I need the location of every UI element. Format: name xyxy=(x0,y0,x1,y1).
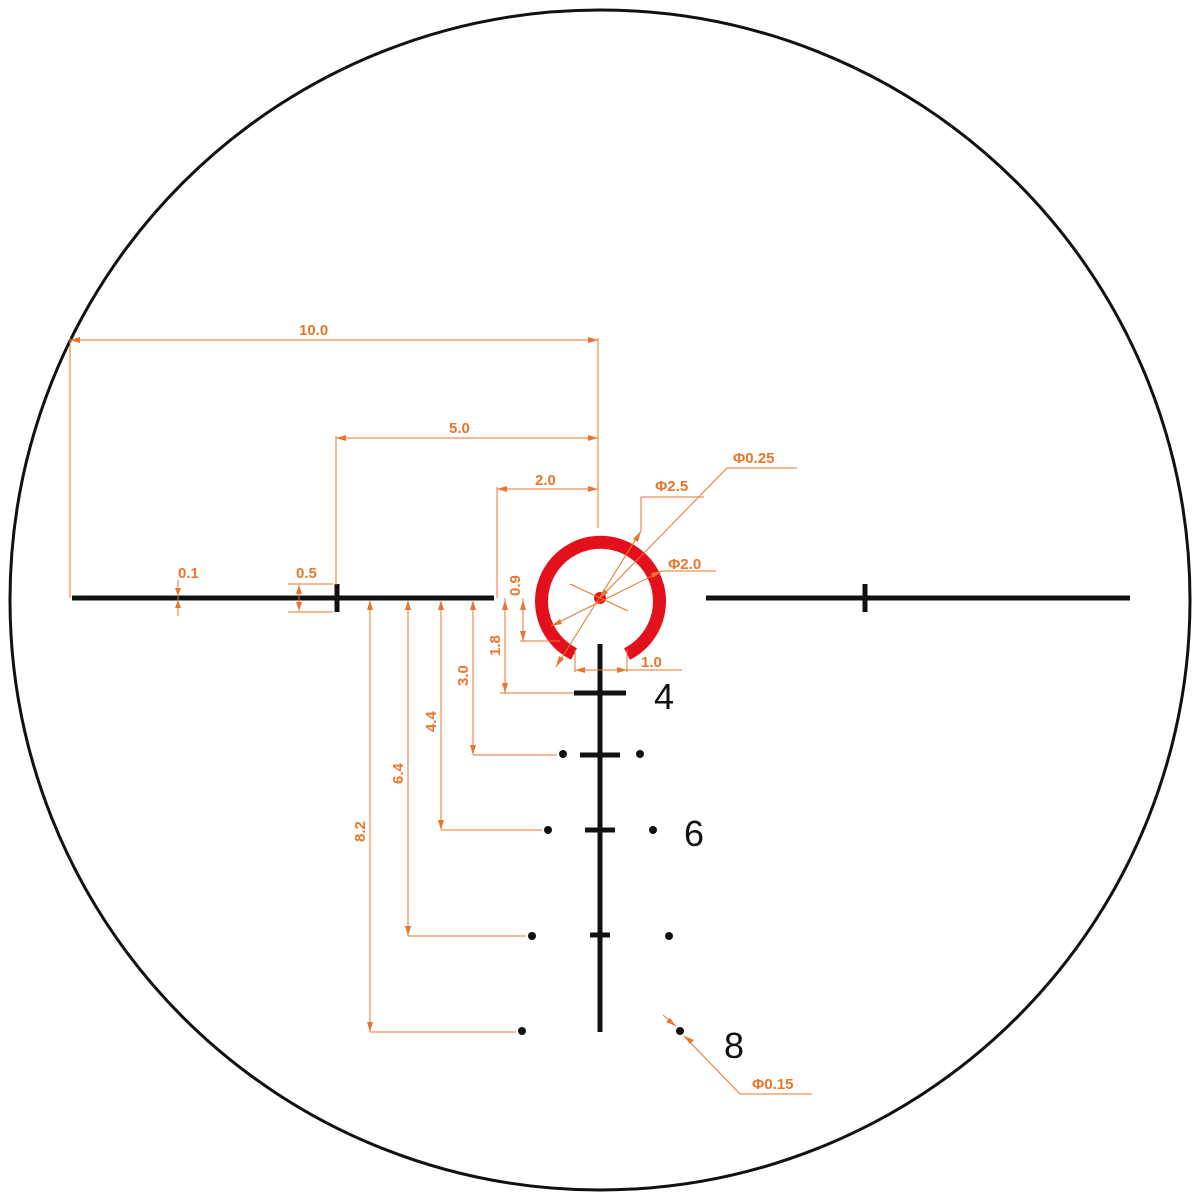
dim-label-3-0: 3.0 xyxy=(455,665,472,686)
dim-label-phi-2-0: Φ2.0 xyxy=(668,556,701,573)
dim-label-0-5: 0.5 xyxy=(296,565,317,582)
dim-label-1-0: 1.0 xyxy=(641,654,662,671)
dimension-lines xyxy=(69,338,812,1095)
horizontal-crosshair xyxy=(72,584,1130,612)
dim-label-0-9: 0.9 xyxy=(507,575,524,596)
dim-label-1-8: 1.8 xyxy=(487,635,504,656)
dim-label-2: 2.0 xyxy=(535,472,556,489)
dim-label-8-2: 8.2 xyxy=(352,821,369,842)
dim-label-0-1: 0.1 xyxy=(178,565,199,582)
dim-label-6-4: 6.4 xyxy=(390,762,407,784)
dimension-arrowheads xyxy=(70,337,694,1044)
field-of-view-circle xyxy=(8,8,1192,1192)
dim-label-phi-2-5: Φ2.5 xyxy=(655,478,688,495)
range-number-4: 4 xyxy=(654,676,674,717)
vertical-post xyxy=(574,644,626,1032)
range-number-6: 6 xyxy=(684,813,704,854)
range-number-8: 8 xyxy=(724,1025,744,1066)
dim-label-phi-0-15: Φ0.15 xyxy=(752,1076,794,1093)
dim-label-5: 5.0 xyxy=(449,420,470,437)
windage-dot xyxy=(559,750,567,758)
windage-dot xyxy=(665,932,673,940)
illuminated-horseshoe xyxy=(535,535,666,660)
windage-dot xyxy=(676,1027,684,1035)
windage-dot xyxy=(636,750,644,758)
dim-label-10: 10.0 xyxy=(299,322,328,339)
dim-label-4-4: 4.4 xyxy=(423,710,440,732)
windage-dot xyxy=(544,826,552,834)
windage-dot xyxy=(649,826,657,834)
windage-dot xyxy=(518,1027,526,1035)
windage-dots xyxy=(518,750,684,1035)
windage-dot xyxy=(528,932,536,940)
dim-label-phi-0-25: Φ0.25 xyxy=(733,450,775,467)
